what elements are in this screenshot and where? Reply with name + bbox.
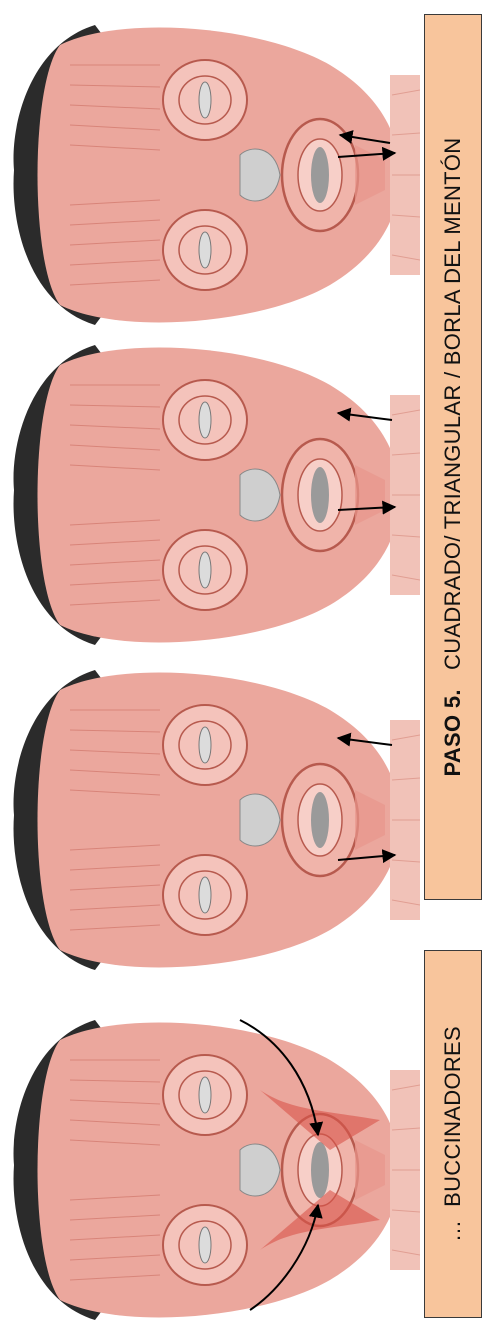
prev-prefix: …	[440, 1220, 465, 1242]
step5-text: CUADRADO/ TRIANGULAR / BORLA DEL MENTÓN	[440, 138, 465, 670]
buccinator-label: … BUCCINADORES	[440, 1026, 466, 1242]
step5-label-box: PASO 5. CUADRADO/ TRIANGULAR / BORLA DEL…	[424, 14, 482, 900]
face-triangular-arrows	[0, 325, 420, 645]
step5-bold: PASO 5.	[440, 689, 465, 776]
face-buccinator-arrows	[0, 1000, 420, 1320]
step5-label: PASO 5. CUADRADO/ TRIANGULAR / BORLA DEL…	[440, 138, 466, 777]
face-mentalis-arrows	[0, 650, 420, 970]
prev-text: BUCCINADORES	[440, 1026, 465, 1207]
buccinator-label-box: … BUCCINADORES	[424, 950, 482, 1318]
face-chin-square-arrows	[0, 5, 420, 325]
